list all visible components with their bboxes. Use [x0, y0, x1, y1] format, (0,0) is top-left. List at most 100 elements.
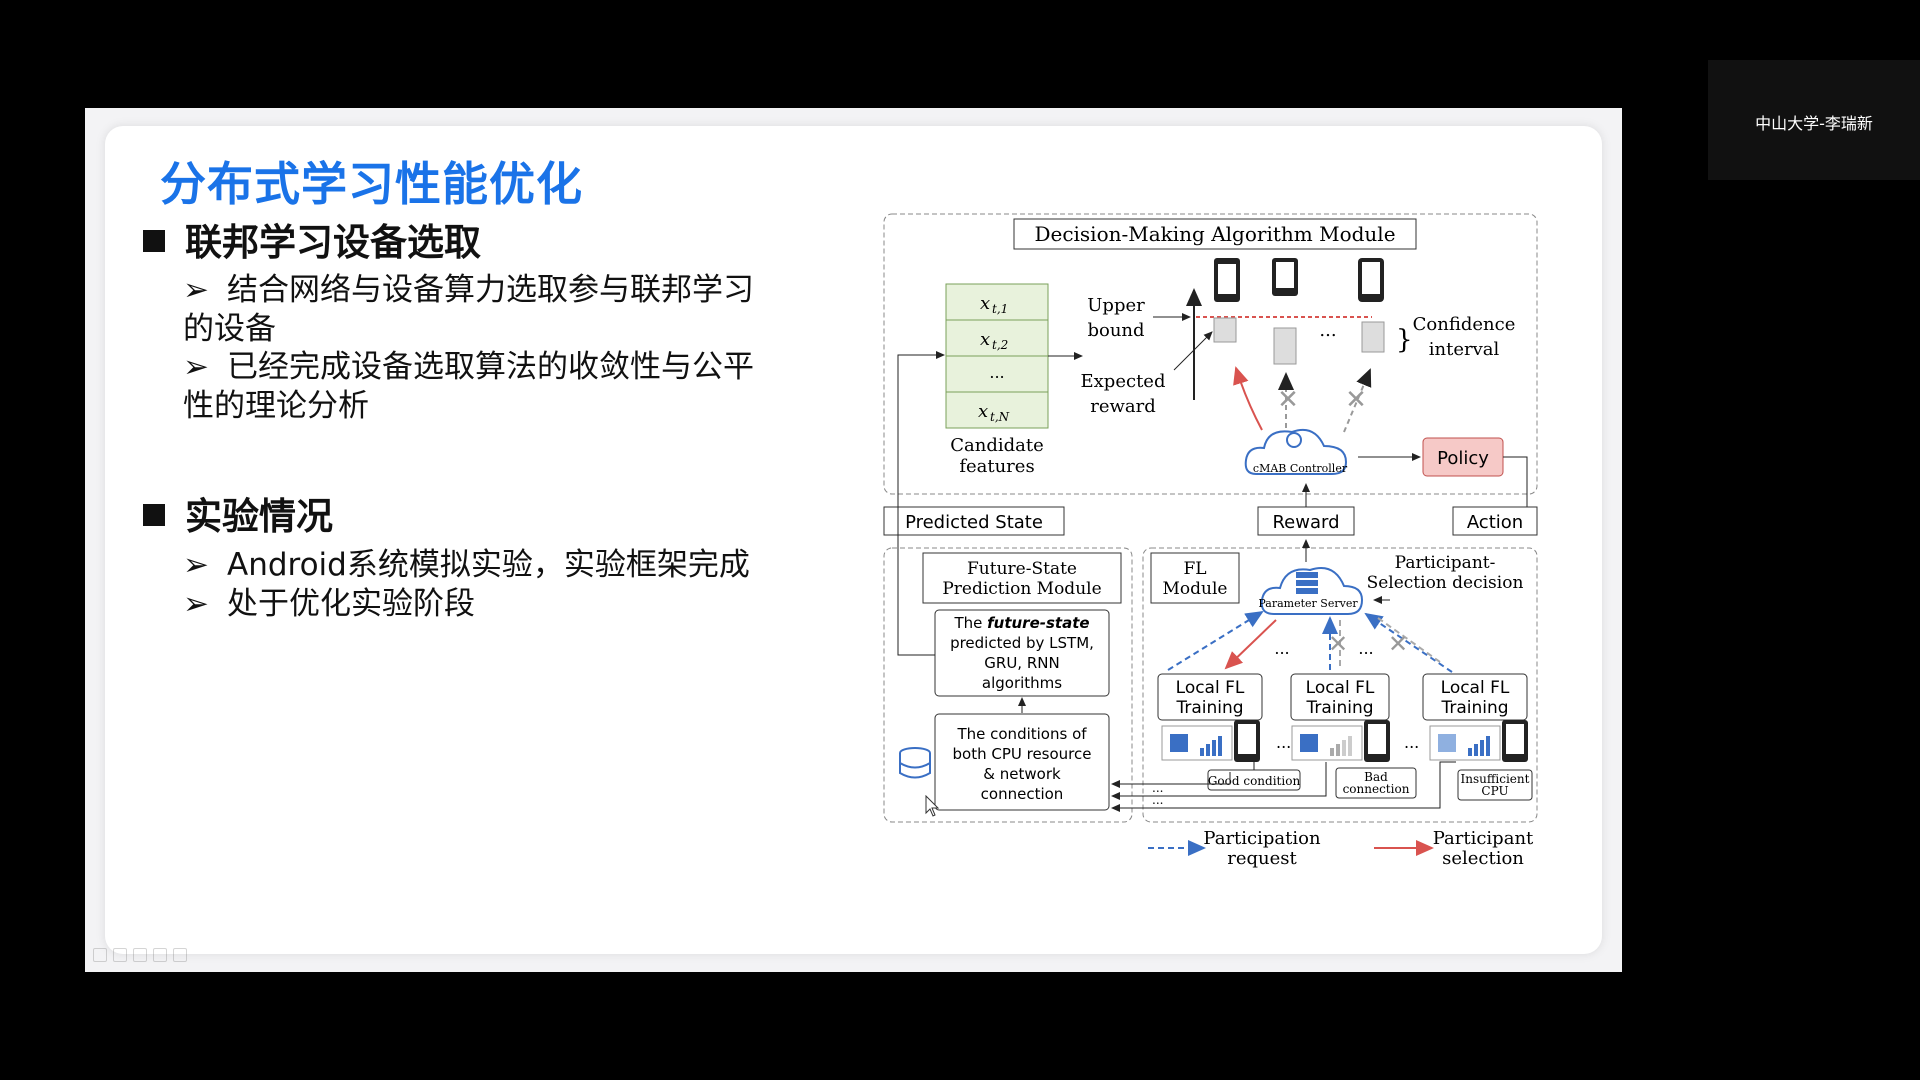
local-fl-training-box — [1422, 673, 1528, 721]
pen-icon[interactable] — [133, 948, 147, 962]
conditions-box — [934, 713, 1110, 811]
future-state-module-label: Prediction Module — [942, 579, 1101, 599]
rejected-arrow — [1343, 368, 1372, 433]
phone-icon — [1358, 258, 1384, 302]
feature-x-t1: x — [980, 293, 990, 314]
server-cloud-icon — [1260, 567, 1364, 615]
local-fl-training-box — [1157, 673, 1263, 721]
feedback-arrow — [1111, 761, 1456, 812]
decision-making-region — [883, 213, 1538, 495]
bad-connection-tag — [1335, 767, 1417, 799]
feature-sub-t2: t,2 — [992, 338, 1008, 352]
slide-card: 分布式学习性能优化 联邦学习设备选取 ➢结合网络与设备算力选取参与联邦学习的设备… — [105, 126, 1602, 954]
zoom-icon[interactable] — [153, 948, 167, 962]
candidate-features-label: Candidate — [950, 435, 1044, 456]
local-fl-training-label: Training — [1305, 698, 1373, 718]
database-icon — [899, 747, 931, 779]
bullet-item: ➢结合网络与设备算力选取参与联邦学习的设备 — [183, 272, 754, 347]
conditions-text: connection — [981, 785, 1064, 803]
good-condition-label: Good condition — [1208, 774, 1301, 788]
cmab-controller-label: cMAB Controller — [1253, 462, 1348, 475]
fl-module-label: Module — [1163, 579, 1228, 599]
prediction-feedback-arrow — [897, 351, 945, 656]
local-fl-training-box — [1290, 673, 1390, 721]
ellipsis: ... — [1152, 793, 1163, 807]
participant-selection-arrow — [1224, 619, 1277, 670]
ellipsis: ... — [1152, 781, 1163, 795]
conditions-text: both CPU resource — [953, 745, 1092, 763]
feedback-arrow — [1111, 772, 1231, 788]
prediction-region — [883, 547, 1133, 823]
bullet-item: ➢处于优化实验阶段 — [183, 586, 475, 622]
participant-selection-decision-label: Selection decision — [1367, 573, 1524, 593]
confidence-interval-label: interval — [1429, 339, 1500, 360]
reward-label: Reward — [1272, 512, 1339, 533]
arrow-bullet-icon: ➢ — [183, 349, 209, 385]
bullet-item: ➢已经完成设备选取算法的收敛性与公平性的理论分析 — [183, 349, 754, 424]
participant-name-label: 中山大学-李瑞新 — [1755, 114, 1873, 133]
local-fl-training-label: Training — [1440, 698, 1508, 718]
cloud-icon — [1244, 428, 1348, 475]
participant-video-tile[interactable]: 中山大学-李瑞新 — [1708, 60, 1920, 180]
future-state-text: predicted by LSTM, — [950, 634, 1094, 652]
x-mark-icon: ✕ — [1277, 385, 1299, 415]
predicted-state-label: Predicted State — [905, 512, 1043, 533]
legend-selection-label: selection — [1442, 848, 1524, 869]
brace-icon: } — [1396, 325, 1413, 355]
candidate-features-column: x t,1 x t,2 ... x t,N — [945, 283, 1049, 429]
decision-making-module-label: Decision-Making Algorithm Module — [1034, 222, 1395, 246]
feature-x-t2: x — [980, 329, 990, 350]
slide-title: 分布式学习性能优化 — [160, 157, 583, 211]
confidence-interval-label: Confidence — [1413, 314, 1516, 335]
candidate-features-label: features — [959, 456, 1034, 477]
participation-request-arrow — [1364, 612, 1453, 673]
ellipsis: ... — [1358, 639, 1373, 658]
ellipsis: ... — [1319, 320, 1336, 341]
future-state-text: algorithms — [982, 674, 1062, 692]
phone-icon — [1272, 258, 1298, 296]
fl-module-label: FL — [1183, 559, 1206, 579]
confidence-bar — [1213, 317, 1237, 343]
local-fl-training-label: Local FL — [1441, 678, 1510, 698]
square-bullet-icon — [143, 504, 165, 526]
next-slide-icon[interactable] — [113, 948, 127, 962]
conditions-text: & network — [983, 765, 1061, 783]
slide: 分布式学习性能优化 联邦学习设备选取 ➢结合网络与设备算力选取参与联邦学习的设备… — [85, 108, 1622, 972]
legend-request-label: Participation — [1203, 828, 1321, 849]
x-mark-icon: ✕ — [1345, 385, 1367, 415]
insufficient-cpu-label: CPU — [1481, 784, 1508, 798]
device-group-insufficient — [1429, 720, 1528, 762]
confidence-bar — [1361, 321, 1385, 353]
future-state-module-box — [922, 552, 1122, 604]
prev-slide-icon[interactable] — [93, 948, 107, 962]
participation-request-arrow — [1167, 610, 1264, 671]
arrow-bullet-icon: ➢ — [183, 272, 209, 308]
bad-connection-label: connection — [1343, 782, 1410, 796]
confidence-bar — [1273, 327, 1297, 365]
fl-region — [1142, 547, 1538, 823]
local-fl-training-label: Local FL — [1176, 678, 1245, 698]
square-bullet-icon — [143, 230, 165, 252]
legend-request-label: request — [1227, 848, 1297, 869]
insufficient-cpu-label: Insufficient — [1461, 772, 1530, 786]
decision-making-module-box — [1013, 218, 1417, 250]
action-box — [1452, 506, 1538, 536]
future-state-text: The future-state — [953, 614, 1089, 632]
slide-toolbar[interactable] — [93, 948, 213, 966]
feedback-arrow — [1111, 762, 1327, 800]
legend-selection-label: Participant — [1433, 828, 1534, 849]
conditions-text: The conditions of — [956, 725, 1087, 743]
cpu-icon — [1438, 734, 1456, 752]
menu-icon[interactable] — [173, 948, 187, 962]
bad-connection-label: Bad — [1364, 770, 1388, 784]
feature-sub-tN: t,N — [990, 410, 1010, 424]
feature-ellipsis: ... — [989, 363, 1004, 382]
future-state-module-label: Future-State — [967, 559, 1077, 579]
future-state-text: GRU, RNN — [984, 654, 1059, 672]
arrow-bullet-icon: ➢ — [183, 547, 209, 583]
cpu-icon — [1300, 734, 1318, 752]
device-group-good — [1161, 720, 1260, 762]
future-state-description-box — [934, 609, 1110, 697]
upper-bound-label: Upper — [1087, 295, 1145, 316]
